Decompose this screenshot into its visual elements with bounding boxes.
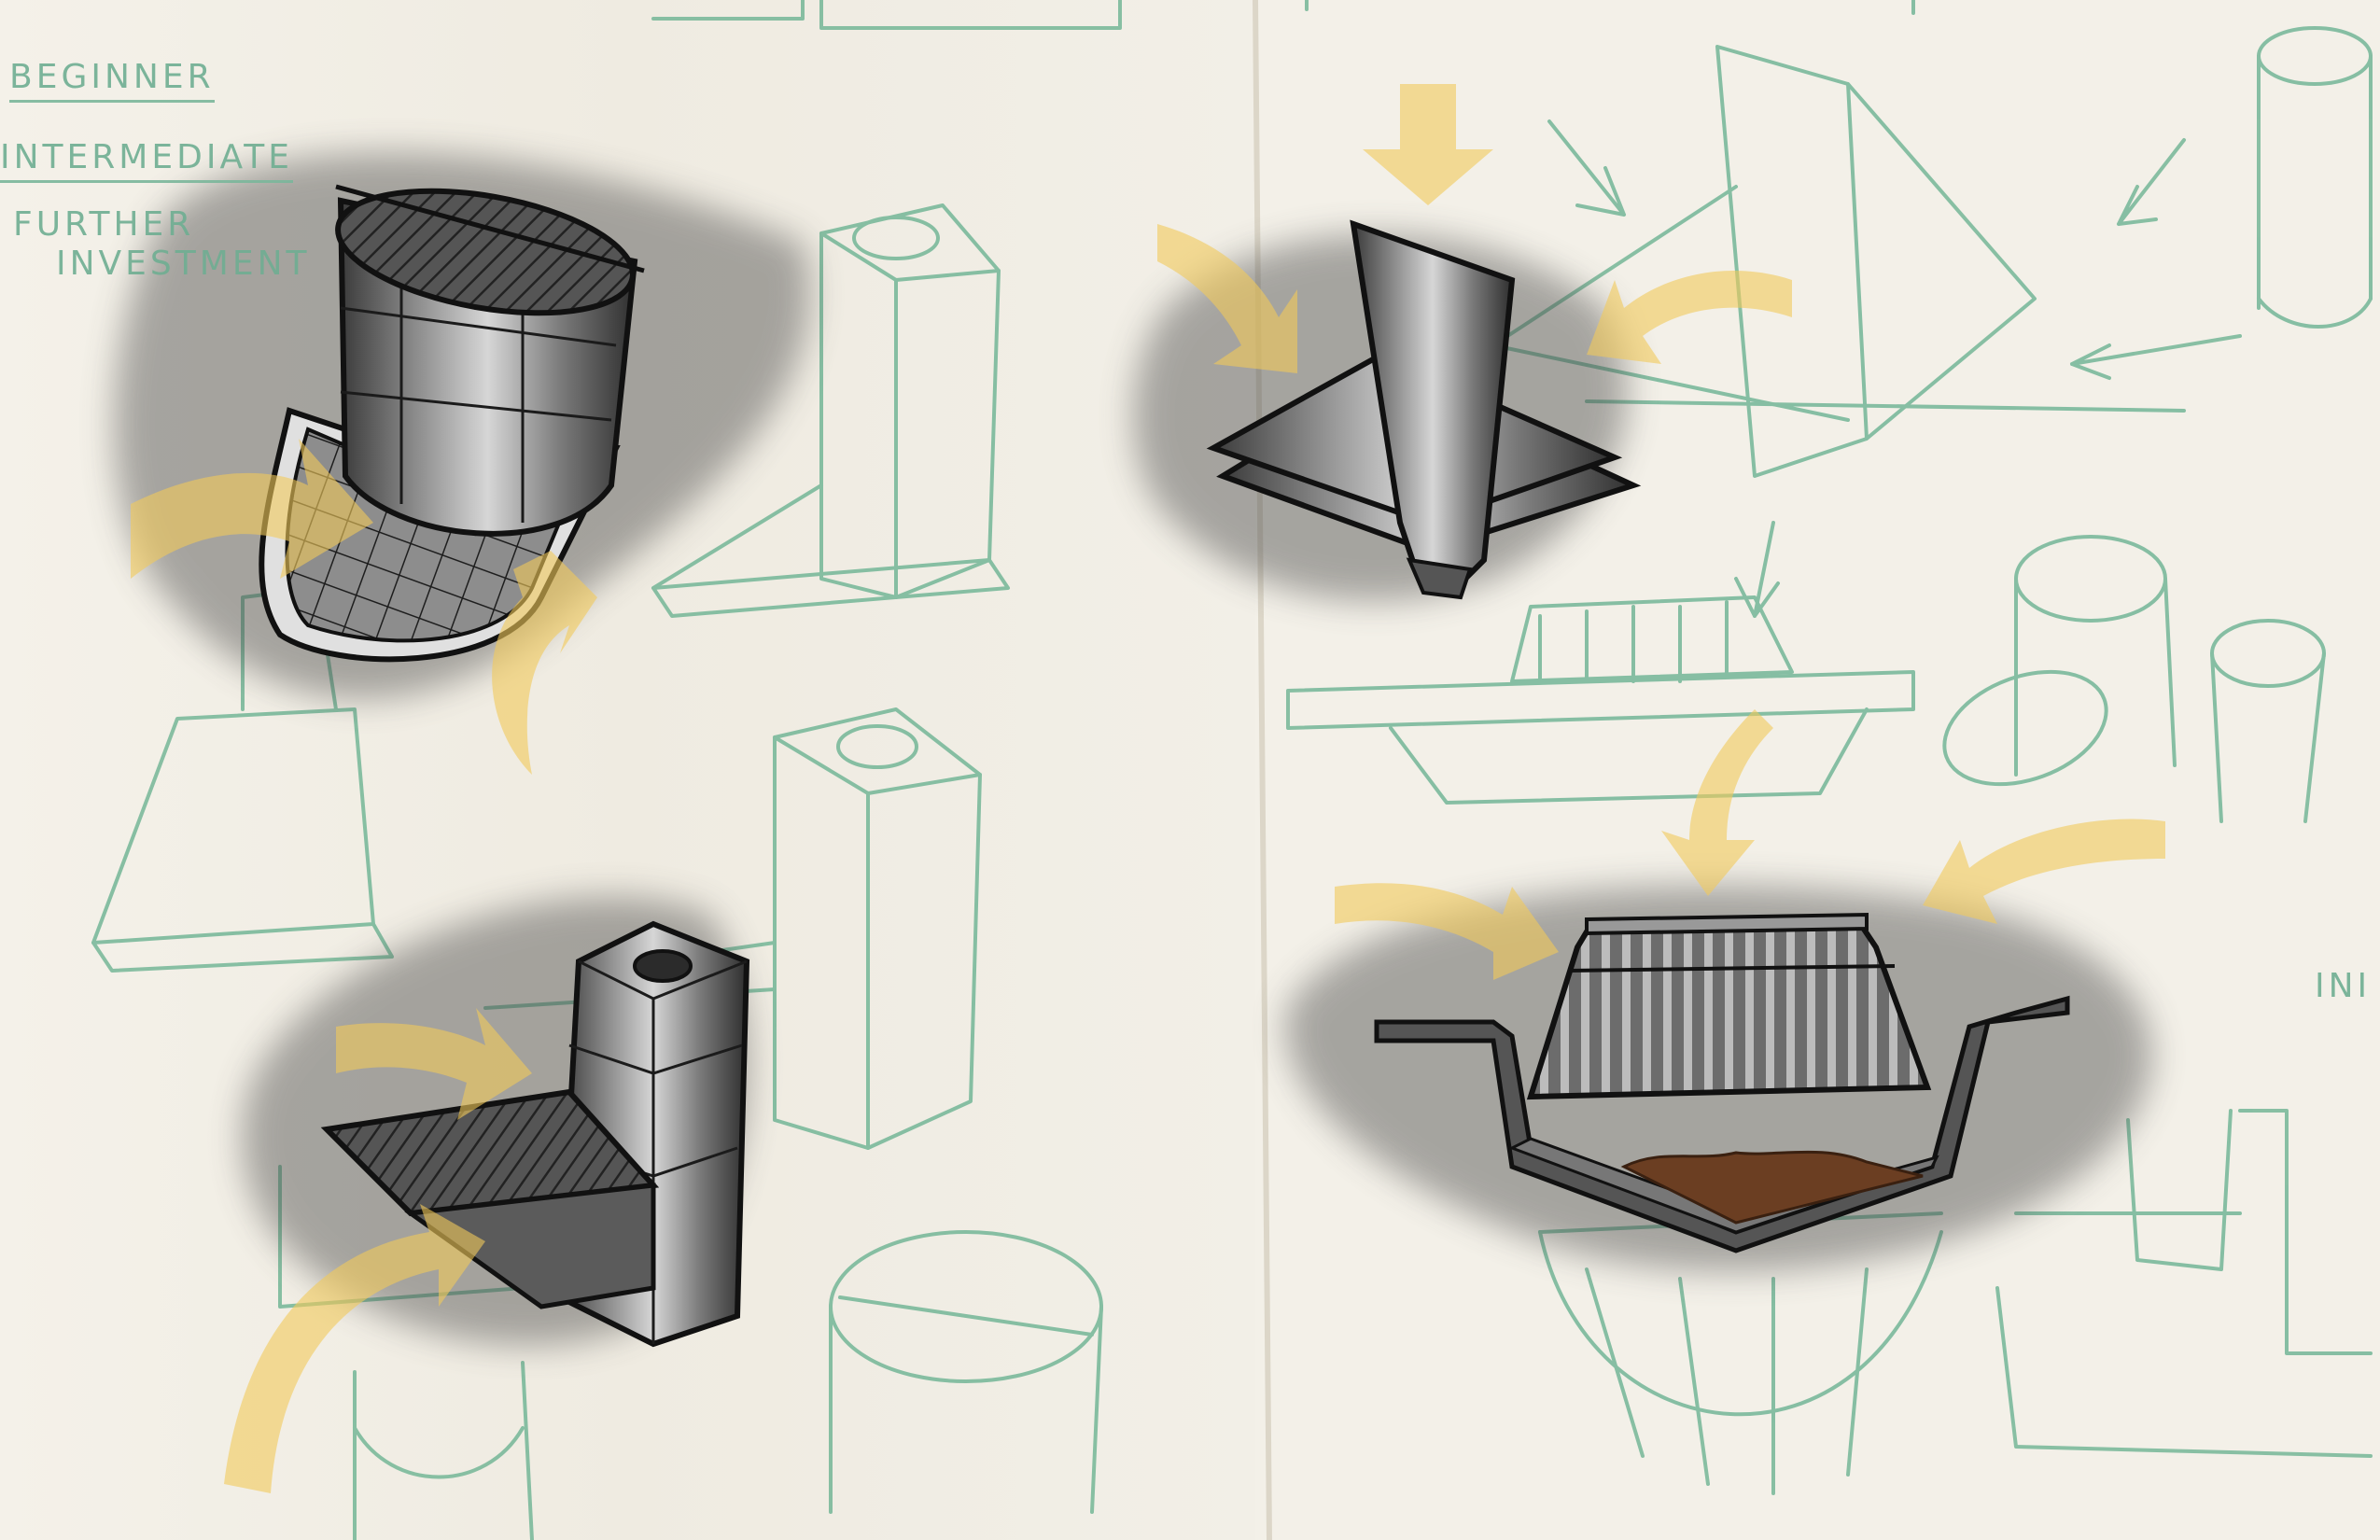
sketchbook-scene	[0, 0, 2380, 1540]
